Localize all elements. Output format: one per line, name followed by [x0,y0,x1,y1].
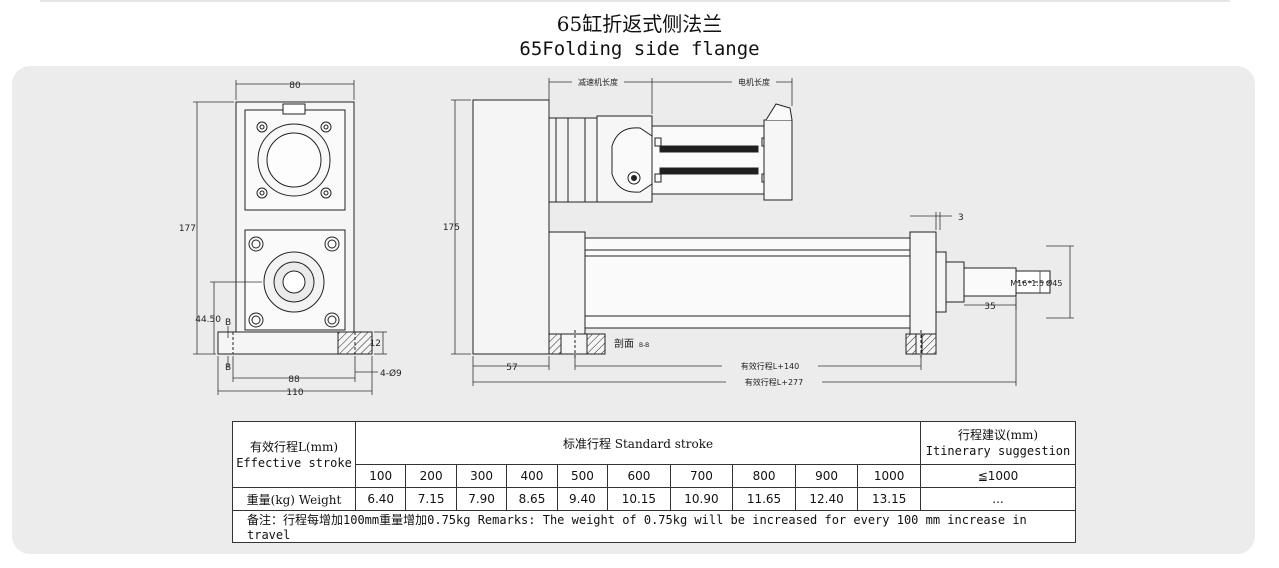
weight-cell: 9.40 [556,487,609,511]
dim-motor-length: 电机长度 [738,77,770,87]
dim-stroke-plus-140: 有效行程L+140 [741,361,799,371]
dim-rod-offset: 3 [958,213,964,223]
weight-cell: 8.65 [506,487,558,511]
stroke-cell: 1000 [857,464,921,488]
dim-hole-pitch: 88 [288,375,300,385]
standard-stroke-header: 标准行程 Standard stroke [355,421,921,465]
section-mark: B-B [639,342,649,349]
dim-reducer-length: 减速机长度 [578,77,618,87]
suggestion-header: 行程建议(mm) Itinerary suggestion [920,421,1076,465]
label-bg-l277 [726,377,822,387]
weight-cell: 7.15 [405,487,457,511]
weight-cell: 7.90 [455,487,508,511]
effective-stroke-cn: 有效行程L(mm) [249,439,339,454]
section-label: 剖面 [614,337,634,350]
stroke-row: 100 200 300 400 500 600 700 800 900 1000… [233,464,1076,488]
dim-thread: M16*1.5 [1010,279,1044,288]
stroke-cell: 800 [732,464,796,488]
motor-circle-inner [266,132,322,188]
title-chinese: 65缸折返式侧法兰 [556,12,723,36]
motor-body [651,125,765,195]
weight-cell: 11.65 [732,487,796,511]
stroke-cell: 700 [669,464,734,488]
rod-circle-inner [282,270,306,294]
cylinder-front-cap [548,231,586,335]
dim-flange-thickness: 12 [370,339,381,349]
dim-flange-width: 110 [286,388,303,398]
suggestion-weight-cell: ... [920,487,1076,511]
label-bg-motor [732,77,776,87]
remark-text: 备注：行程每增加100mm重量增加0.75kg Remarks: The wei… [232,510,1076,543]
cylinder-tube [584,237,911,329]
piston-rod [963,267,1017,297]
suggestion-cn: 行程建议(mm) [957,428,1039,442]
dim-holes: 4-Ø9 [380,368,402,379]
weight-cell: 10.15 [607,487,671,511]
stroke-cell: 400 [506,464,558,488]
label-bg-l140 [722,361,818,371]
weight-label: 重量(kg) Weight [232,487,356,511]
front-dimensions [193,80,387,395]
front-view [217,101,373,355]
dim-base-length: 57 [506,363,517,373]
weight-cell: 10.90 [669,487,734,511]
dim-side-height: 175 [443,223,460,233]
suggestion-stroke-cell: ≦1000 [920,464,1076,488]
top-rule [40,0,1230,2]
dim-flange-height: 44.50 [195,315,221,325]
weight-row: 重量(kg) Weight 6.40 7.15 7.90 8.65 9.40 1… [232,487,1076,511]
cylinder-rear-cap [909,231,937,335]
stroke-cell: 100 [354,464,407,488]
stroke-cell: 600 [607,464,671,488]
reducer-body [548,117,598,203]
motor-endcap [763,119,793,201]
stroke-cell: 300 [455,464,508,488]
title-english: 65Folding side flange [519,38,760,60]
effective-stroke-en: Effective stroke [236,455,352,470]
weight-cell: 13.15 [857,487,921,511]
section-b-bottom: B [225,363,231,373]
table-header-row: 有效行程L(mm) Effective stroke 标准行程 Standard… [232,421,1076,488]
effective-stroke-header: 有效行程L(mm) Effective stroke [232,421,356,488]
dim-rod-extension: 35 [984,302,995,312]
stroke-cell: 200 [405,464,457,488]
dim-front-width: 80 [289,81,301,91]
remark-row: 备注：行程每增加100mm重量增加0.75kg Remarks: The wei… [232,510,1076,543]
spec-table: 有效行程L(mm) Effective stroke 标准行程 Standard… [232,421,1076,543]
rod-end [945,261,965,303]
dim-rod-diameter: Ø45 [1046,278,1062,288]
weight-cell: 6.40 [354,487,407,511]
weight-cell: 12.40 [794,487,859,511]
stroke-cell: 500 [556,464,609,488]
side-housing [472,99,550,355]
side-view [472,99,1051,358]
stroke-cell: 900 [794,464,859,488]
suggestion-en: Itinerary suggestion [925,444,1071,458]
dim-front-height: 177 [179,224,196,234]
dim-stroke-plus-277: 有效行程L+277 [745,377,803,387]
label-bg-reducer [572,77,624,87]
section-b-top: B [225,318,231,328]
